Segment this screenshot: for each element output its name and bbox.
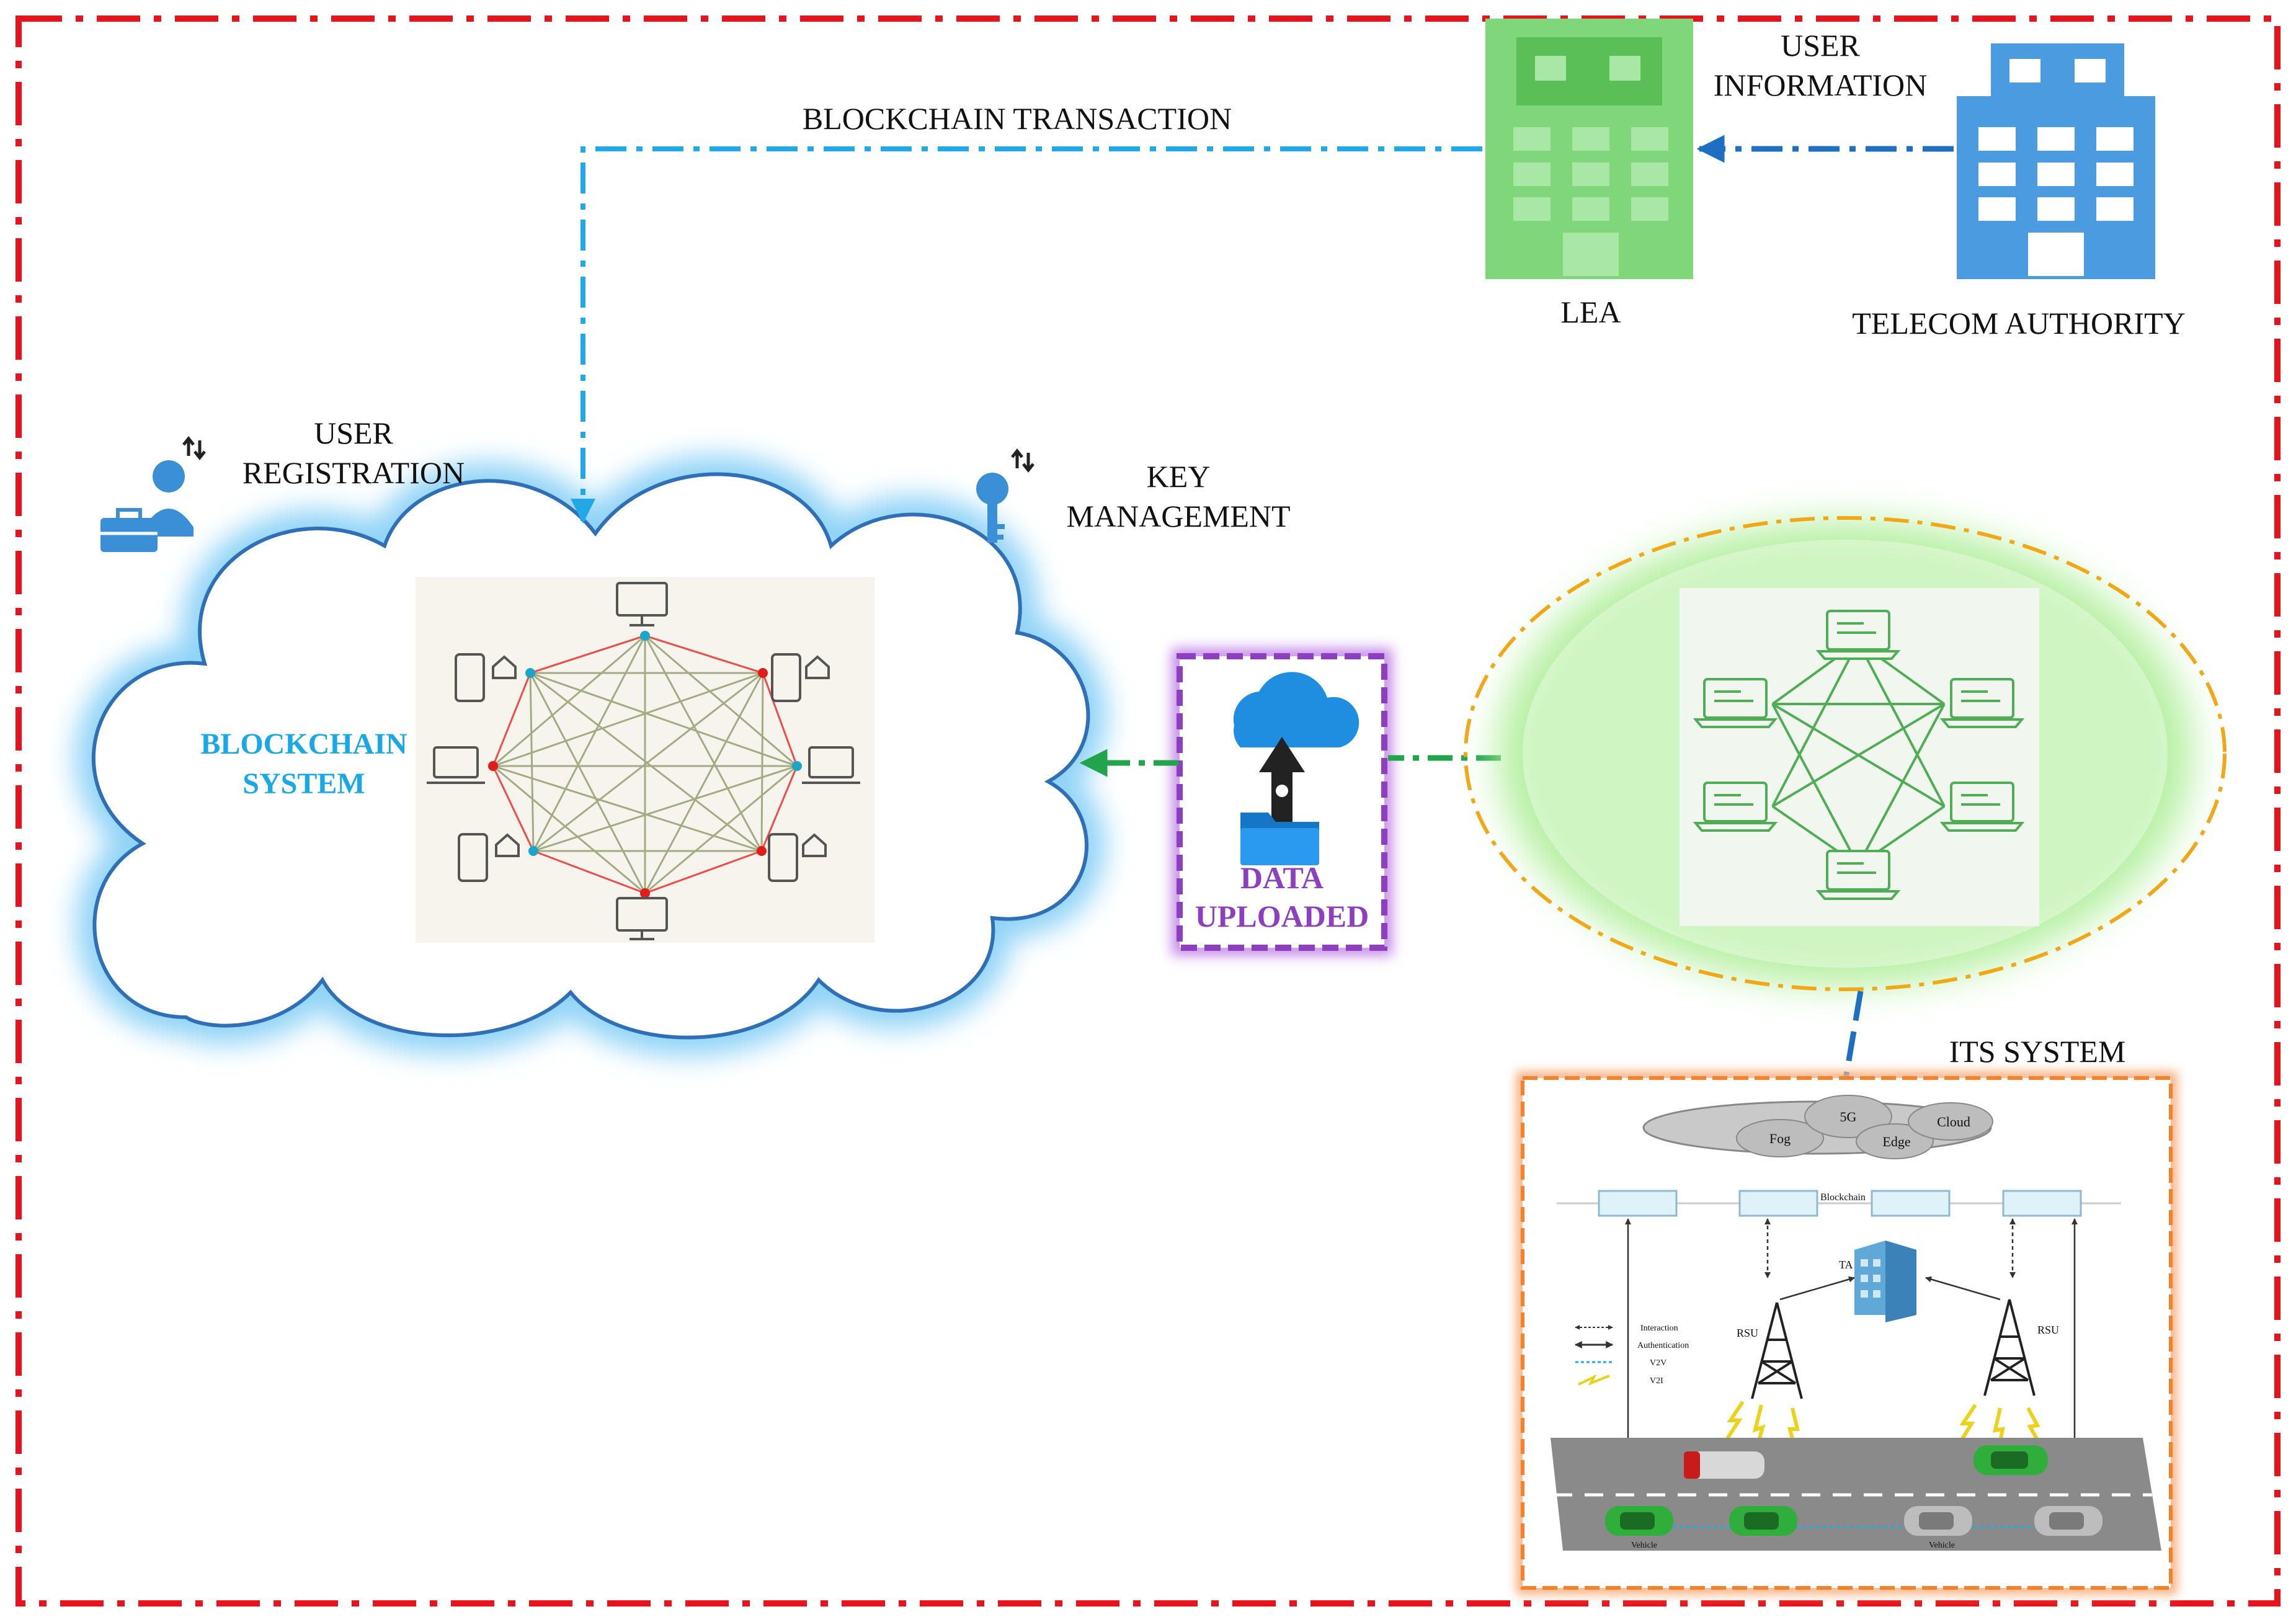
laptop-icon (1815, 850, 1901, 900)
blockchain-transaction-arrow (571, 146, 1482, 524)
monitor-icon (616, 582, 668, 626)
peer-network (1464, 516, 2227, 991)
phone-home-icon (458, 833, 520, 882)
outer-frame (16, 16, 2280, 1606)
laptop-icon (1939, 782, 2025, 832)
lea-label: LEA (1560, 295, 1621, 329)
building-icon (1854, 1241, 1916, 1322)
car-icon (2034, 1506, 2102, 1536)
laptop-icon (427, 746, 485, 784)
laptop-icon (1693, 678, 1778, 728)
svg-text:V2V: V2V (1650, 1358, 1666, 1368)
car-icon (1729, 1506, 1797, 1536)
network-to-its-link (1842, 991, 1864, 1083)
svg-text:Fog: Fog (1769, 1131, 1791, 1146)
svg-text:Blockchain: Blockchain (1820, 1192, 1866, 1203)
monitor-icon (616, 897, 668, 940)
svg-text:RSU: RSU (2037, 1324, 2059, 1336)
cloud-upload-icon (1233, 672, 1359, 825)
car-icon (1684, 1451, 1764, 1479)
svg-text:Interaction: Interaction (1640, 1324, 1678, 1333)
svg-text:Vehicle: Vehicle (1631, 1541, 1657, 1550)
blockchain-transaction-label: BLOCKCHAIN TRANSACTION (803, 101, 1232, 136)
svg-text:TA: TA (1839, 1259, 1853, 1271)
svg-text:Cloud: Cloud (1937, 1114, 1970, 1130)
laptop-icon (1815, 610, 1901, 660)
laptop-icon (1939, 678, 2025, 728)
car-icon (1904, 1506, 1972, 1536)
car-icon (1973, 1445, 2048, 1475)
its-inset: Fog 5G Edge Cloud Blockchain (1516, 1071, 2178, 1595)
svg-text:Edge: Edge (1882, 1134, 1910, 1149)
svg-text:Vehicle: Vehicle (1929, 1541, 1955, 1550)
blockchain-network (416, 577, 874, 943)
car-icon (1605, 1506, 1673, 1536)
its-legend: Interaction Authentication V2V V2I (1574, 1324, 1689, 1386)
svg-text:Authentication: Authentication (1637, 1341, 1689, 1350)
svg-text:5G: 5G (1840, 1109, 1857, 1125)
laptop-icon (1693, 782, 1778, 832)
telecom-authority-label: TELECOM AUTHORITY (1852, 306, 2185, 341)
its-cloud: Fog 5G Edge Cloud (1642, 1095, 1993, 1159)
folder-icon (1240, 813, 1319, 865)
phone-home-icon (455, 653, 517, 702)
svg-text:RSU: RSU (1737, 1327, 1758, 1339)
tower-icon (1983, 1299, 2036, 1396)
key-icon (976, 448, 1035, 543)
its-system-label: ITS SYSTEM (1949, 1034, 2126, 1069)
lea-building (1485, 19, 1693, 279)
svg-text:V2I: V2I (1650, 1376, 1663, 1386)
phone-home-icon (771, 653, 830, 702)
tower-icon (1751, 1302, 1803, 1399)
user-briefcase-icon (100, 435, 206, 552)
telecom-building (1957, 43, 2155, 279)
phone-home-icon (768, 833, 827, 882)
laptop-icon (802, 746, 860, 784)
